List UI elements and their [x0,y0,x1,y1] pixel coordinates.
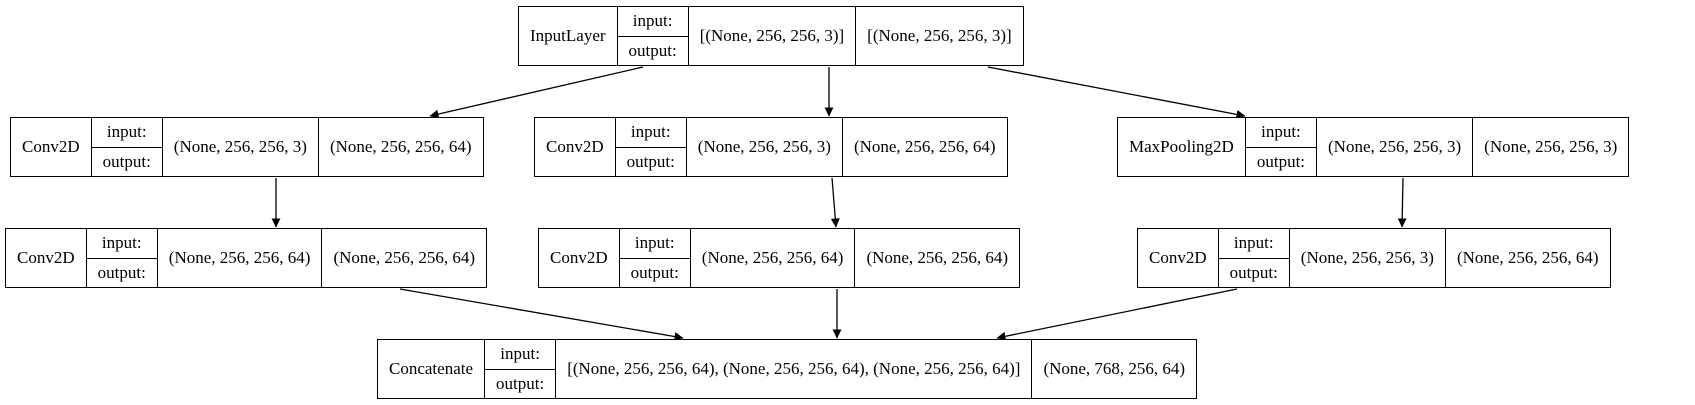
node-maxpooling2d: MaxPooling2D input: output: (None, 256, … [1117,117,1630,177]
input-label: input: [617,7,688,37]
node-conv2d-b1: Conv2D input: output: (None, 256, 256, 3… [534,117,1008,177]
input-label: input: [1218,229,1289,259]
io-labels: input: output: [614,118,686,176]
output-shape: (None, 256, 256, 64) [841,118,1007,176]
node-concatenate: Concatenate input: output: [(None, 256, … [377,339,1198,399]
output-label: output: [628,40,677,60]
output-shape: (None, 768, 256, 64) [1031,340,1196,398]
edge-maxpool-to-conv_c2 [1397,177,1407,228]
io-labels: input: output: [618,229,690,287]
output-shape: (None, 256, 256, 64) [317,118,483,176]
output-shape: [(None, 256, 256, 3)] [855,7,1022,65]
input-label: input: [619,229,690,259]
input-shape: (None, 256, 256, 64) [689,229,855,287]
output-shape: (None, 256, 256, 64) [1444,229,1610,287]
input-shape: (None, 256, 256, 3) [161,118,318,176]
output-label: output: [496,373,545,393]
output-label: output: [626,151,675,171]
edge-conv_a2-to-concat [399,288,684,341]
node-input-layer: InputLayer input: output: [(None, 256, 2… [518,6,1024,66]
input-shape: (None, 256, 256, 3) [1288,229,1445,287]
node-conv2d-a1: Conv2D input: output: (None, 256, 256, 3… [10,117,484,177]
layer-type: Conv2D [22,137,80,156]
output-label: output: [1229,262,1278,282]
input-label: input: [485,340,556,370]
io-labels: input: output: [1217,229,1289,287]
layer-type: Conv2D [17,248,75,267]
layer-type: Conv2D [546,137,604,156]
layer-type: MaxPooling2D [1129,137,1234,156]
layer-type: InputLayer [530,26,606,45]
node-conv2d-a2: Conv2D input: output: (None, 256, 256, 6… [5,228,488,288]
edge-input_layer-to-maxpool [987,66,1246,119]
io-labels: input: output: [90,118,162,176]
output-shape: (None, 256, 256, 64) [321,229,486,287]
input-label: input: [615,118,686,148]
output-shape: (None, 256, 256, 3) [1472,118,1628,176]
input-shape: [(None, 256, 256, 3)] [687,7,855,65]
output-label: output: [97,262,146,282]
layer-type: Concatenate [389,359,474,378]
edge-conv_b1-to-conv_b2 [830,177,840,228]
layer-type: Conv2D [550,248,608,267]
input-shape: (None, 256, 256, 3) [1316,118,1472,176]
input-label: input: [91,118,162,148]
input-label: input: [1245,118,1317,148]
node-conv2d-c2: Conv2D input: output: (None, 256, 256, 3… [1137,228,1611,288]
io-labels: input: output: [616,7,688,65]
output-shape: (None, 256, 256, 64) [854,229,1019,287]
output-label: output: [102,151,151,171]
node-conv2d-b2: Conv2D input: output: (None, 256, 256, 6… [538,228,1021,288]
input-shape: (None, 256, 256, 64) [156,229,322,287]
io-labels: input: output: [85,229,157,287]
output-label: output: [1256,151,1306,171]
input-shape: (None, 256, 256, 3) [685,118,842,176]
layer-type: Conv2D [1149,248,1207,267]
output-label: output: [630,262,679,282]
io-labels: input: output: [1244,118,1317,176]
io-labels: input: output: [484,340,556,398]
edge-conv_c2-to-concat [996,288,1238,341]
input-shape: [(None, 256, 256, 64), (None, 256, 256, … [555,340,1031,398]
edge-input_layer-to-conv_a1 [429,66,644,119]
input-label: input: [86,229,157,259]
